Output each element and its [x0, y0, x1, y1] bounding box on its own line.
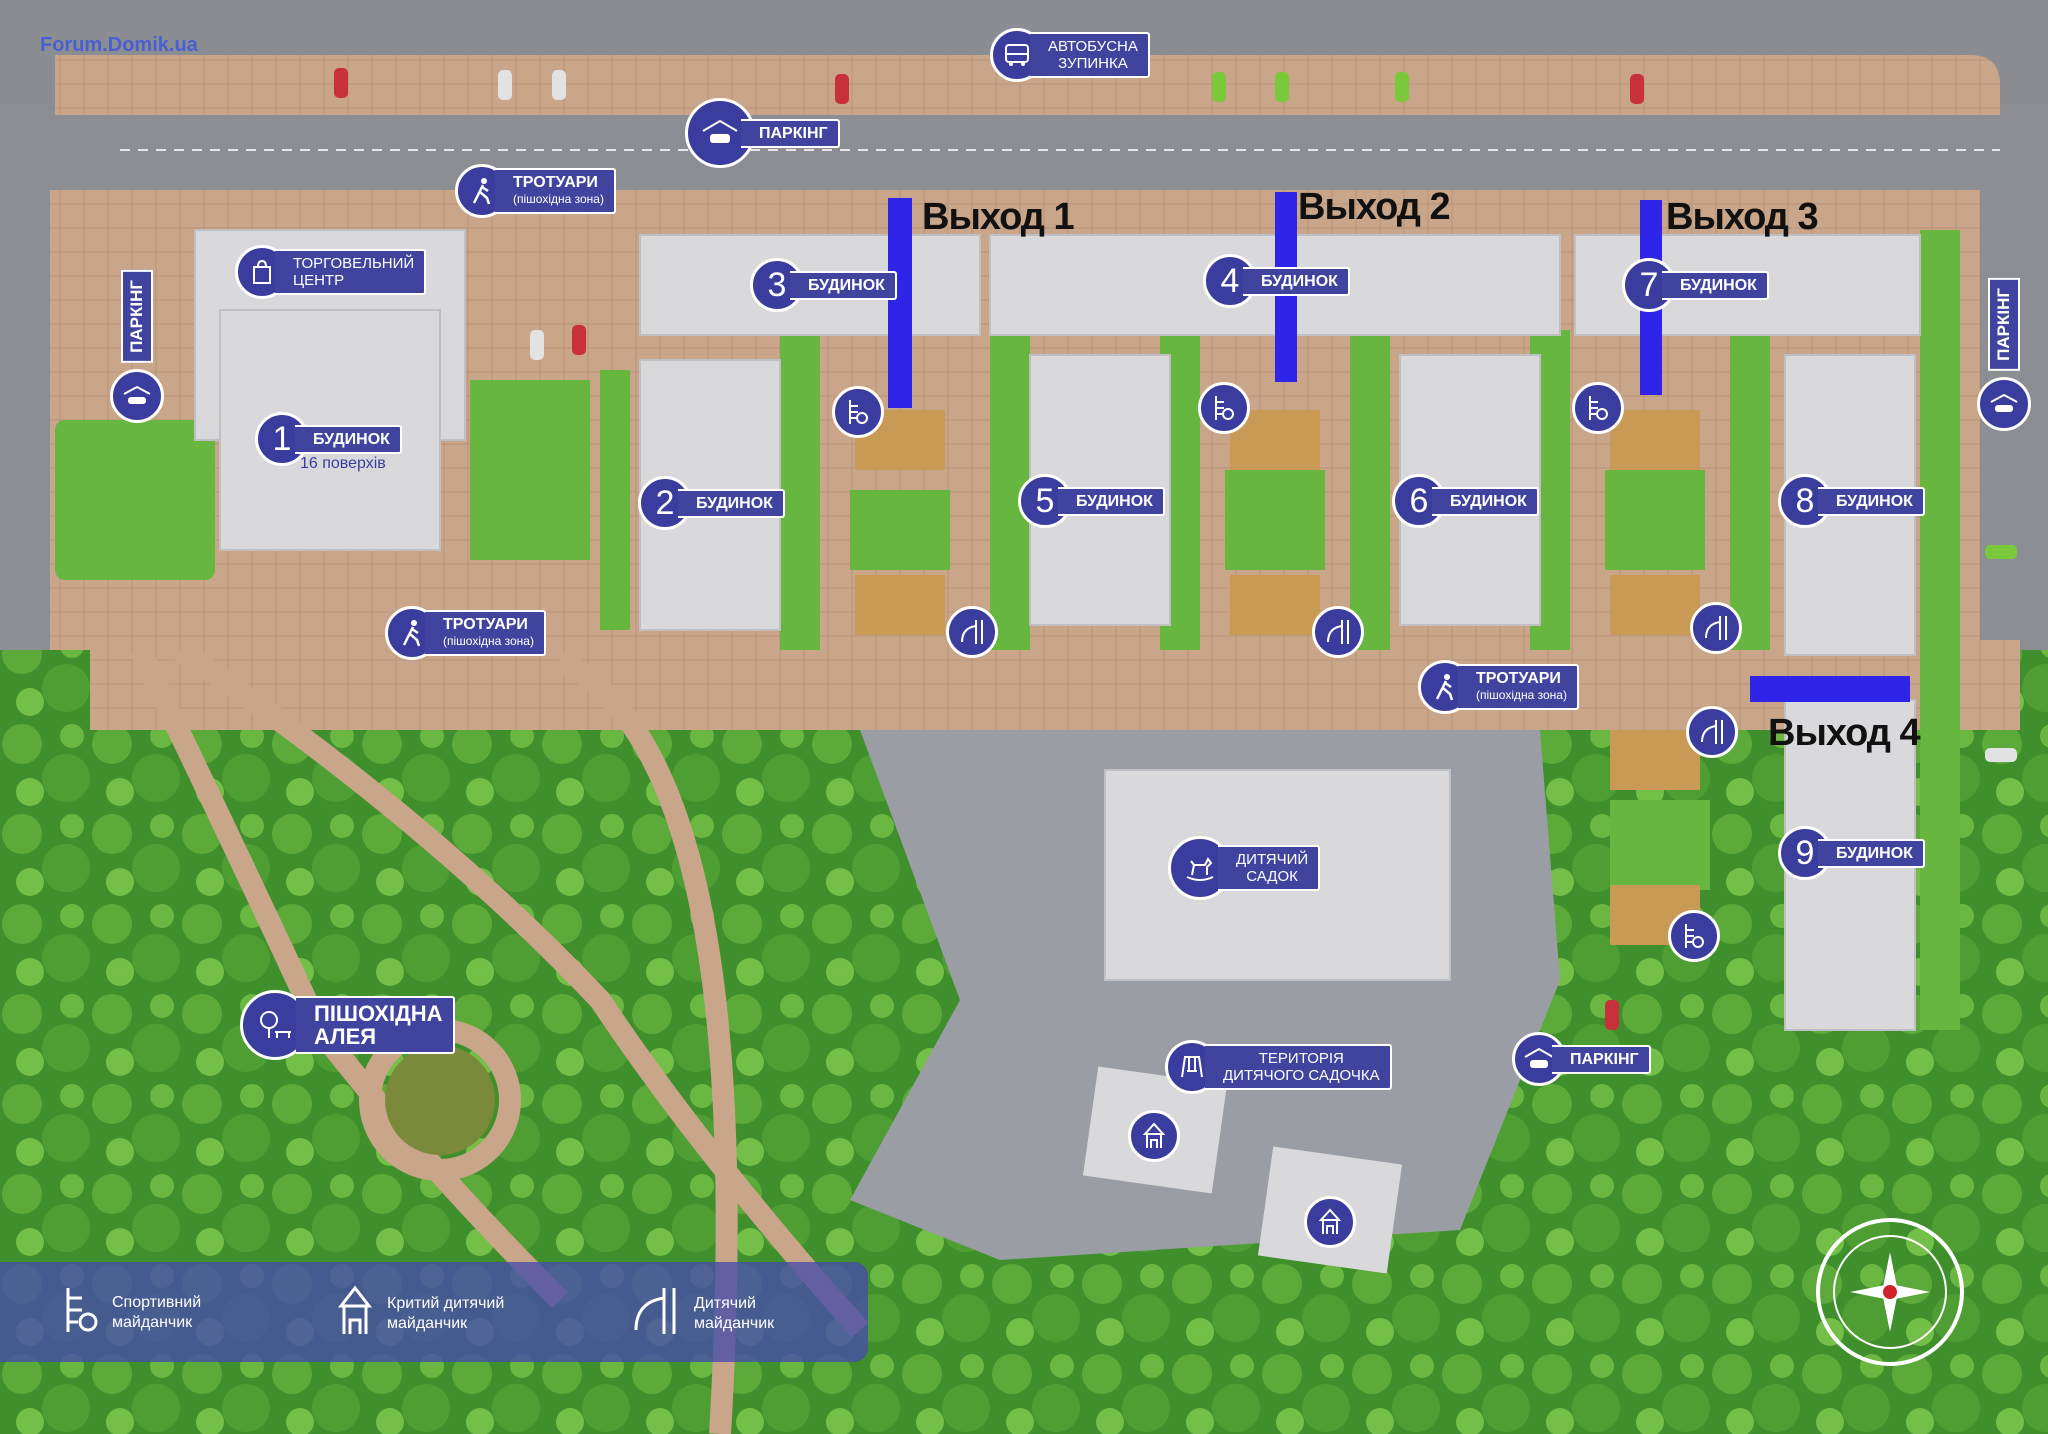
sidewalk-title-2: ТРОТУАРИ [443, 616, 528, 633]
kg-territory-line1: ТЕРИТОРІЯ [1258, 1050, 1344, 1067]
exit-4-label: Выход 4 [1768, 712, 1921, 754]
mall-line2: ЦЕНТР [293, 272, 345, 289]
parked-cars [334, 68, 2017, 1030]
covered-playground-icon [1304, 1196, 1356, 1248]
sidewalk-sub-2: (пішохідна зона) [443, 634, 534, 648]
parking-text-right: ПАРКІНГ [1988, 278, 2020, 371]
sports-ground-icon [1572, 382, 1624, 434]
bus-stop-line2: ЗУПИНКА [1058, 55, 1128, 72]
playground-slide-icon [630, 1284, 682, 1343]
building-5-label: 5 БУДИНОК [1018, 474, 1165, 528]
sidewalk-label-2: ТРОТУАРИ(пішохідна зона) [385, 606, 546, 660]
building-2-word: БУДИНОК [678, 488, 785, 518]
parking-text-left: ПАРКІНГ [121, 270, 153, 363]
building-6-label: 6 БУДИНОК [1392, 474, 1539, 528]
alley-line1: ПІШОХІДНА [314, 1001, 443, 1026]
building-7-label: 7 БУДИНОК [1622, 258, 1769, 312]
legend-sports-line2: майданчик [112, 1313, 193, 1331]
car-garage-icon [1977, 376, 2031, 431]
parking-label-top: ПАРКІНГ [685, 98, 840, 168]
building-9-label: 9 БУДИНОК [1778, 826, 1925, 880]
alley-line2: АЛЕЯ [314, 1024, 377, 1049]
covered-playground-icon [335, 1284, 375, 1343]
alley-flowerbed [385, 1045, 495, 1155]
playground-sand [855, 410, 1700, 945]
building-7-word: БУДИНОК [1662, 270, 1769, 300]
sidewalk-sub-3: (пішохідна зона) [1476, 688, 1567, 702]
parking-label-left: ПАРКІНГ [105, 270, 169, 450]
mall-line1: ТОРГОВЕЛЬНИЙ [293, 255, 415, 272]
building-4-word: БУДИНОК [1243, 266, 1350, 296]
legend-playground-line2: майданчик [694, 1314, 775, 1332]
parking-text-bottom: ПАРКІНГ [1552, 1044, 1651, 1074]
sidewalk-sub-1: (пішохідна зона) [513, 192, 604, 206]
playground-slide-icon [946, 606, 998, 658]
parking-text-top: ПАРКІНГ [741, 118, 840, 148]
building-3-label: 3 БУДИНОК [750, 258, 897, 312]
compass-rose-icon [1816, 1218, 1964, 1366]
car-garage-icon [110, 368, 164, 423]
top-sidewalk [55, 55, 2000, 115]
watermark: Forum.Domik.ua [40, 34, 198, 56]
legend-item-playground: Дитячий майданчик [630, 1284, 814, 1343]
covered-playground-icon [1128, 1110, 1180, 1162]
legend-item-sports: Спортивний майданчик [60, 1284, 232, 1341]
parking-label-bottom: ПАРКІНГ [1512, 1032, 1651, 1086]
legend-playground-line1: Дитячий [694, 1294, 756, 1312]
building-9-word: БУДИНОК [1818, 838, 1925, 868]
legend-sports-line1: Спортивний [112, 1293, 202, 1311]
kindergarten-line1: ДИТЯЧИЙ [1236, 851, 1309, 868]
sidewalk-title-1: ТРОТУАРИ [513, 174, 598, 191]
sidewalk-label-1: ТРОТУАРИ(пішохідна зона) [455, 164, 616, 218]
exit-1-label: Выход 1 [922, 196, 1075, 238]
kindergarten-line2: САДОК [1246, 868, 1298, 885]
sidewalk-label-3: ТРОТУАРИ(пішохідна зона) [1418, 660, 1579, 714]
exit-3-label: Выход 3 [1666, 196, 1819, 238]
building-5-word: БУДИНОК [1058, 486, 1165, 516]
playground-slide-icon [1312, 606, 1364, 658]
sports-ground-icon [1198, 382, 1250, 434]
building-4-label: 4 БУДИНОК [1203, 254, 1350, 308]
map-legend: Спортивний майданчик Критий дитячий майдан… [0, 1262, 868, 1362]
bus-stop-line1: АВТОБУСНА [1048, 38, 1138, 55]
playground-slide-icon [1686, 706, 1738, 758]
kg-territory-line2: ДИТЯЧОГО САДОЧКА [1223, 1067, 1380, 1084]
sports-ground-icon [60, 1284, 100, 1341]
building-2-label: 2 БУДИНОК [638, 476, 785, 530]
building-6-word: БУДИНОК [1432, 486, 1539, 516]
building-1-label: 1 БУДИНОК [255, 412, 402, 466]
building-3-word: БУДИНОК [790, 270, 897, 300]
exit-2-label: Выход 2 [1298, 186, 1451, 228]
building-8-label: 8 БУДИНОК [1778, 474, 1925, 528]
parking-label-right: ПАРКІНГ [1972, 278, 2036, 438]
legend-covered-line1: Критий дитячий [387, 1294, 505, 1312]
legend-covered-line2: майданчик [387, 1314, 468, 1332]
building-8-word: БУДИНОК [1818, 486, 1925, 516]
building-1-floors: 16 поверхів [300, 455, 386, 472]
sidewalk-title-3: ТРОТУАРИ [1476, 670, 1561, 687]
sports-ground-icon [832, 386, 884, 438]
playground-slide-icon [1690, 602, 1742, 654]
legend-item-covered: Критий дитячий майданчик [335, 1284, 507, 1343]
sports-ground-icon [1668, 910, 1720, 962]
building-1-word: БУДИНОК [295, 424, 402, 454]
